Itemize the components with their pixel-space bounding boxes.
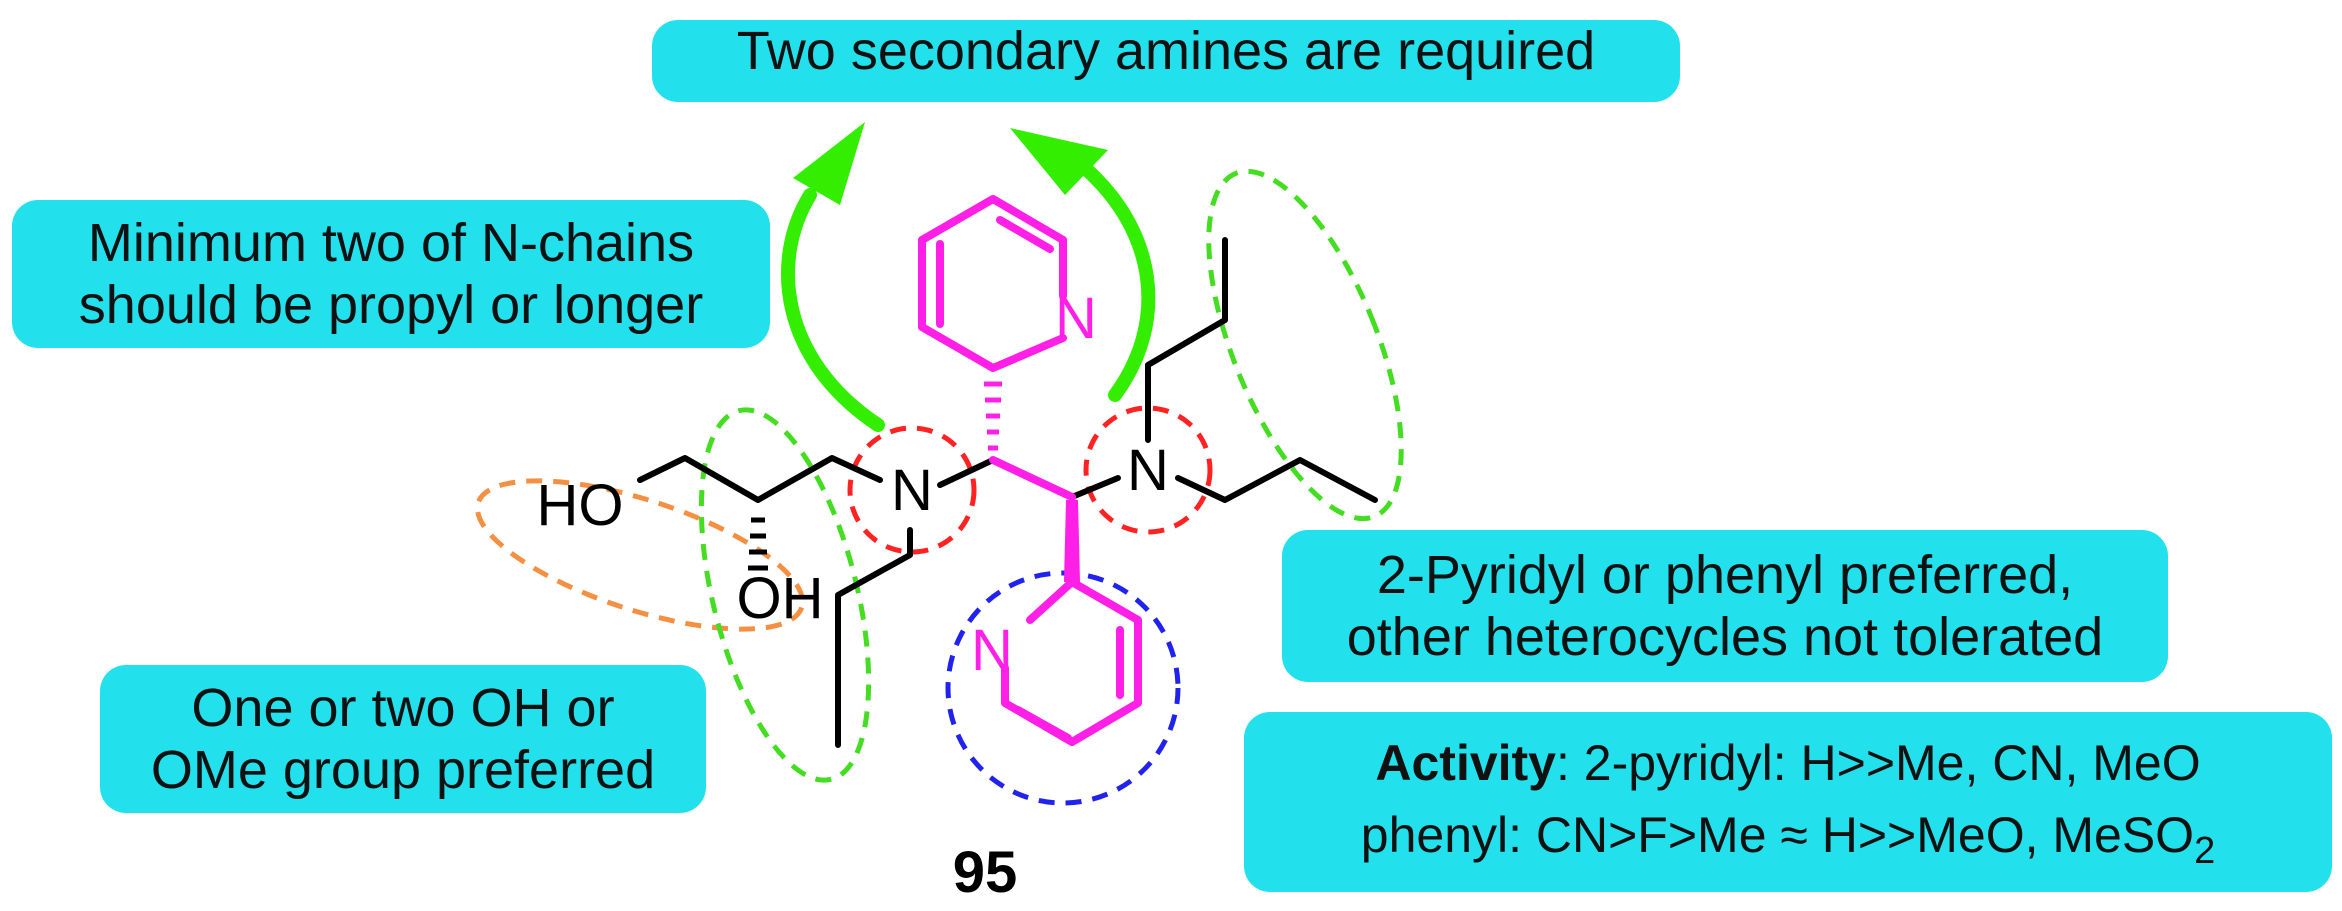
callout-n-chains: Minimum two of N-chains should be propyl… — [12, 200, 770, 348]
pyridyl-hashed-bond — [984, 381, 1002, 451]
activity-line2-subscript: 2 — [2194, 830, 2216, 872]
amine-region-outline-right — [1083, 405, 1213, 535]
n-right-label: N — [1127, 438, 1169, 503]
callout-oh-groups-line2: OMe group preferred — [150, 740, 656, 800]
callout-secondary-amines: Two secondary amines are required — [652, 20, 1680, 102]
pyridyl-wedge-bond — [1064, 500, 1080, 582]
chain-region-outline-right — [1206, 168, 1404, 522]
ho-label: HO — [537, 473, 624, 538]
center-cc-bond — [989, 456, 1076, 501]
n-pyridine-top-label: N — [1055, 286, 1097, 351]
butyl-chain-right-lower — [1175, 457, 1378, 503]
diol-chain-bonds — [637, 455, 883, 503]
callout-pyridyl-line2: other heterocycles not tolerated — [1346, 607, 2104, 667]
callout-n-chains-line2: should be propyl or longer — [78, 275, 704, 335]
callout-n-chains-line1: Minimum two of N-chains — [87, 213, 695, 273]
callout-pyridyl: 2-Pyridyl or phenyl preferred, other het… — [1282, 530, 2168, 682]
pyridine-ring-bottom — [1001, 578, 1142, 746]
pyridine-ring-bottom-double — [1014, 626, 1124, 742]
callout-oh-groups-line1: One or two OH or — [191, 678, 615, 738]
arrow-curve-right — [1078, 161, 1156, 402]
callout-activity-line1: Activity: 2-pyridyl: H>>Me, CN, MeO — [1244, 732, 2332, 794]
oh-hashed-bond — [748, 517, 768, 571]
callout-oh-groups: One or two OH or OMe group preferred — [100, 665, 706, 813]
callout-secondary-amines-text: Two secondary amines are required — [736, 21, 1596, 81]
amine-region-outline-left — [847, 425, 977, 555]
arrow-head-right — [1010, 128, 1108, 195]
oh-region-outline — [474, 478, 806, 632]
n-left-label: N — [891, 458, 933, 523]
butyl-chain-left — [835, 527, 913, 748]
center-to-n-bond — [1069, 475, 1121, 500]
callout-activity-line2: phenyl: CN>F>Me ≈ H>>MeO, MeSO2 — [1244, 804, 2332, 870]
callout-activity: Activity: 2-pyridyl: H>>Me, CN, MeO phen… — [1244, 712, 2332, 892]
n-pyridine-bottom-label: N — [971, 618, 1013, 683]
compound-number: 95 — [953, 840, 1018, 905]
butyl-chain-right-upper — [1145, 237, 1228, 443]
chain-region-outline-left — [698, 407, 872, 783]
n-to-center-bond — [937, 457, 996, 488]
pyridine-ring-top — [918, 195, 1067, 372]
arrow-head-left — [793, 122, 865, 205]
oh-label: OH — [737, 566, 824, 631]
callout-pyridyl-line1: 2-Pyridyl or phenyl preferred, — [1376, 545, 2074, 605]
activity-line2-text: phenyl: CN>F>Me ≈ H>>MeO, MeSO — [1360, 807, 2195, 863]
pyridine-ring-top-double — [936, 216, 1054, 328]
activity-label: Activity — [1375, 735, 1556, 791]
activity-line1-text: : 2-pyridyl: H>>Me, CN, MeO — [1556, 735, 2201, 791]
pyridyl-region-outline — [945, 570, 1181, 806]
arrow-curve-left — [781, 188, 885, 432]
